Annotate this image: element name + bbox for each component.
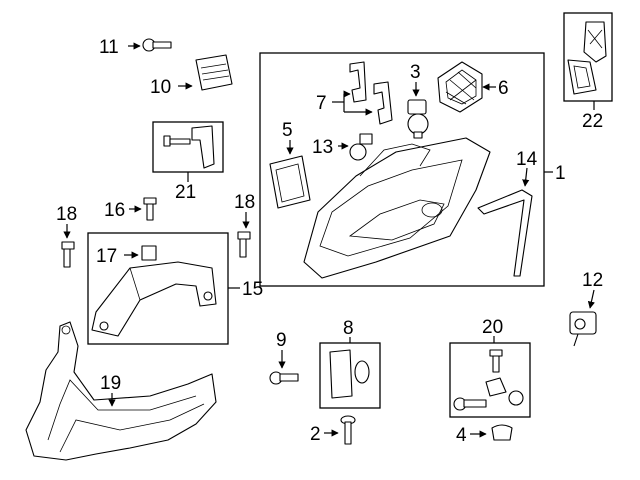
callout-16: 16 — [104, 200, 125, 221]
hardware-group-box-20 — [449, 342, 531, 418]
callout-18-right: 18 — [234, 192, 255, 213]
callout-20: 20 — [482, 317, 503, 338]
headlamp-assembly-box — [259, 52, 545, 287]
part-20-hardware — [453, 349, 524, 411]
callout-9: 9 — [276, 330, 287, 351]
part-12-socket — [569, 311, 597, 347]
part-13-bulb — [349, 133, 373, 161]
part-15-bracket — [91, 261, 217, 337]
part-14-seal — [477, 189, 533, 277]
callout-4: 4 — [456, 425, 467, 446]
part-22-covers — [567, 21, 607, 95]
part-2-screw — [340, 415, 356, 445]
callout-15: 15 — [242, 279, 263, 300]
callout-5: 5 — [282, 120, 293, 141]
leader-12 — [587, 289, 595, 309]
part-18-bolt-left — [61, 241, 75, 268]
part-7-clip — [349, 61, 393, 125]
callout-10: 10 — [150, 77, 171, 98]
callout-6: 6 — [498, 78, 509, 99]
callout-22: 22 — [582, 111, 603, 132]
part-1-headlamp — [303, 137, 491, 279]
part-4-plug — [491, 424, 513, 441]
callout-2: 2 — [310, 424, 321, 445]
callout-8: 8 — [343, 318, 354, 339]
callout-14: 14 — [516, 149, 538, 170]
part-18-bolt-right — [237, 231, 251, 258]
callout-21: 21 — [175, 182, 196, 203]
callout-19: 19 — [100, 373, 121, 394]
leader-14 — [522, 167, 530, 187]
part-9-bolt — [269, 371, 299, 385]
part-10-module — [195, 54, 233, 91]
part-16-bolt — [143, 197, 157, 221]
callout-3: 3 — [410, 62, 421, 83]
callout-18-left: 18 — [56, 204, 77, 225]
part-11-bolt — [142, 38, 172, 52]
part-8-bracket — [329, 349, 370, 399]
callout-1: 1 — [555, 163, 566, 184]
callout-7: 7 — [316, 93, 327, 114]
callout-11: 11 — [99, 37, 119, 58]
cover-group-box-22 — [563, 12, 613, 102]
callout-13: 13 — [312, 137, 333, 158]
part-17-clip — [141, 245, 157, 261]
part-5-cover — [269, 155, 311, 209]
callout-17: 17 — [96, 246, 117, 267]
part-19-bracket — [25, 321, 217, 461]
callout-12: 12 — [582, 270, 603, 291]
part-3-bulb — [407, 99, 429, 139]
part-21-bracket — [163, 125, 215, 169]
part-6-cover — [437, 61, 483, 113]
